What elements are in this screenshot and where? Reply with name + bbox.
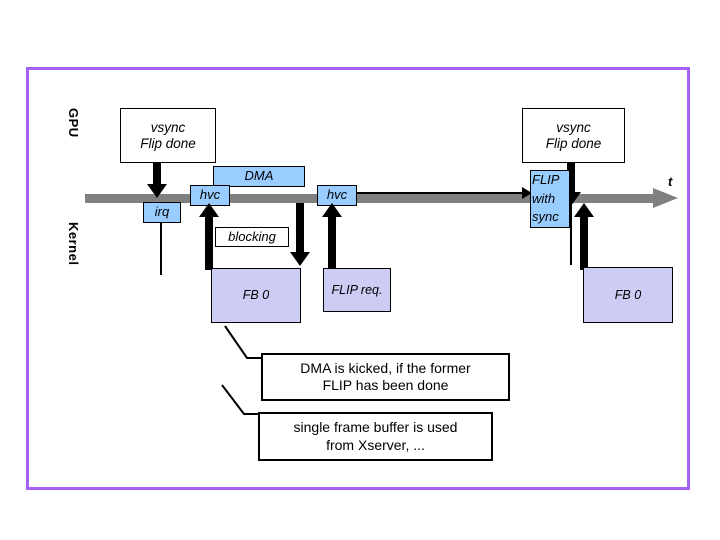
- arrow-hvc2-to-flipsync-head-icon: [522, 187, 532, 199]
- slide-border: [26, 67, 690, 490]
- arrow-fb0-right-to-axis-head-icon: [574, 203, 594, 217]
- arrow-dma-to-fb0-head-icon: [290, 252, 310, 266]
- axis-tag-irq-label: irq: [154, 204, 170, 220]
- timeline-arrowhead-icon: [653, 188, 678, 208]
- arrow-dma-to-fb0-shaft: [296, 203, 304, 255]
- kernel-box-flip-req: FLIP req.: [323, 268, 391, 312]
- arrow-flipreq-to-hvc2-shaft: [328, 215, 336, 268]
- axis-tag-hvc-1: hvc: [190, 185, 230, 206]
- arrow-vsync-left-to-irq-head-icon: [147, 184, 167, 198]
- vsync-left-line2: Flip done: [140, 135, 196, 151]
- callout-framebuffer-line1: single frame buffer is used: [293, 419, 458, 435]
- vsync-right-line1: vsync: [556, 119, 591, 135]
- flip-with-sync-line1: FLIP: [532, 172, 560, 187]
- vsync-right-lifeline: [570, 203, 572, 265]
- axis-tag-hvc-1-label: hvc: [199, 187, 221, 203]
- arrow-flipreq-to-hvc2-head-icon: [322, 203, 342, 217]
- axis-tag-irq: irq: [143, 202, 181, 223]
- label-blocking-text: blocking: [228, 228, 276, 244]
- arrow-hvc2-to-flipsync-line: [356, 192, 526, 194]
- timeline-axis: [85, 194, 655, 203]
- callout-dma-line1: DMA is kicked, if the former: [300, 359, 471, 376]
- axis-tag-dma-label: DMA: [244, 168, 274, 184]
- gpu-event-vsync-left: vsync Flip done: [120, 108, 216, 163]
- axis-tag-flip-with-sync: FLIP with sync: [530, 170, 570, 228]
- vsync-left-line1: vsync: [150, 119, 186, 135]
- arrow-fb0-right-to-axis-shaft: [580, 215, 588, 270]
- callout-dma-line2: FLIP has been done: [322, 377, 449, 393]
- flip-with-sync-line3: sync: [532, 209, 559, 225]
- axis-tag-hvc-2-label: hvc: [326, 187, 348, 203]
- arrow-fb0-to-hvc1-head-icon: [199, 203, 219, 217]
- callout-dma: DMA is kicked, if the former FLIP has be…: [261, 353, 510, 401]
- arrow-vsync-left-to-irq-shaft: [153, 163, 161, 187]
- kernel-box-fb0-left: FB 0: [211, 268, 301, 323]
- arrow-fb0-to-hvc1-shaft: [205, 215, 213, 270]
- kernel-box-fb0-right-label: FB 0: [614, 287, 642, 302]
- vsync-right-line2: Flip done: [545, 135, 602, 151]
- kernel-box-fb0-right: FB 0: [583, 267, 673, 323]
- flip-with-sync-line2: with: [532, 190, 556, 206]
- callout-framebuffer-line2: from Xserver, ...: [326, 436, 425, 453]
- callout-framebuffer: single frame buffer is used from Xserver…: [258, 412, 493, 461]
- irq-lifeline: [160, 223, 162, 275]
- axis-tag-dma: DMA: [213, 166, 305, 187]
- timeline-axis-label: t: [668, 174, 673, 189]
- kernel-box-fb0-left-label: FB 0: [242, 288, 270, 303]
- gpu-event-vsync-right: vsync Flip done: [522, 108, 625, 163]
- label-blocking: blocking: [215, 227, 289, 247]
- arrow-vsync-right-shaft: [567, 163, 575, 195]
- kernel-box-flip-req-label: FLIP req.: [331, 282, 383, 297]
